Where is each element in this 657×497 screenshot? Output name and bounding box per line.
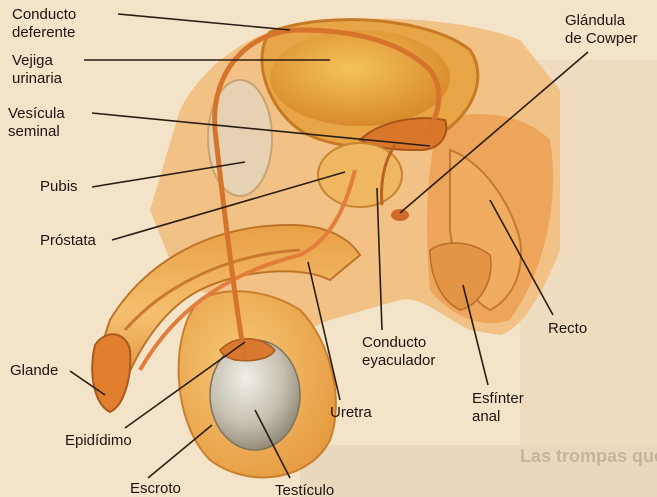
- label-prostata: Próstata: [40, 232, 96, 250]
- label-testiculo: Testículo: [275, 482, 334, 497]
- label-uretra: Uretra: [330, 404, 372, 422]
- label-vesicula-seminal: Vesícula seminal: [8, 105, 65, 141]
- background-heading: Las trompas que recogen los óvulos: [520, 446, 657, 466]
- label-vejiga-urinaria: Vejiga urinaria: [12, 52, 62, 88]
- label-epididimo: Epidídimo: [65, 432, 132, 450]
- label-escroto: Escroto: [130, 480, 181, 497]
- label-conducto-eyaculador: Conducto eyaculador: [362, 334, 435, 370]
- cowper-gland: [391, 209, 409, 221]
- label-recto: Recto: [548, 320, 587, 338]
- label-conducto-deferente: Conducto deferente: [12, 6, 76, 42]
- label-pubis: Pubis: [40, 178, 78, 196]
- label-glande: Glande: [10, 362, 58, 380]
- label-glandula-cowper: Glándula de Cowper: [565, 12, 638, 48]
- label-esfinter-anal: Esfínter anal: [472, 390, 524, 426]
